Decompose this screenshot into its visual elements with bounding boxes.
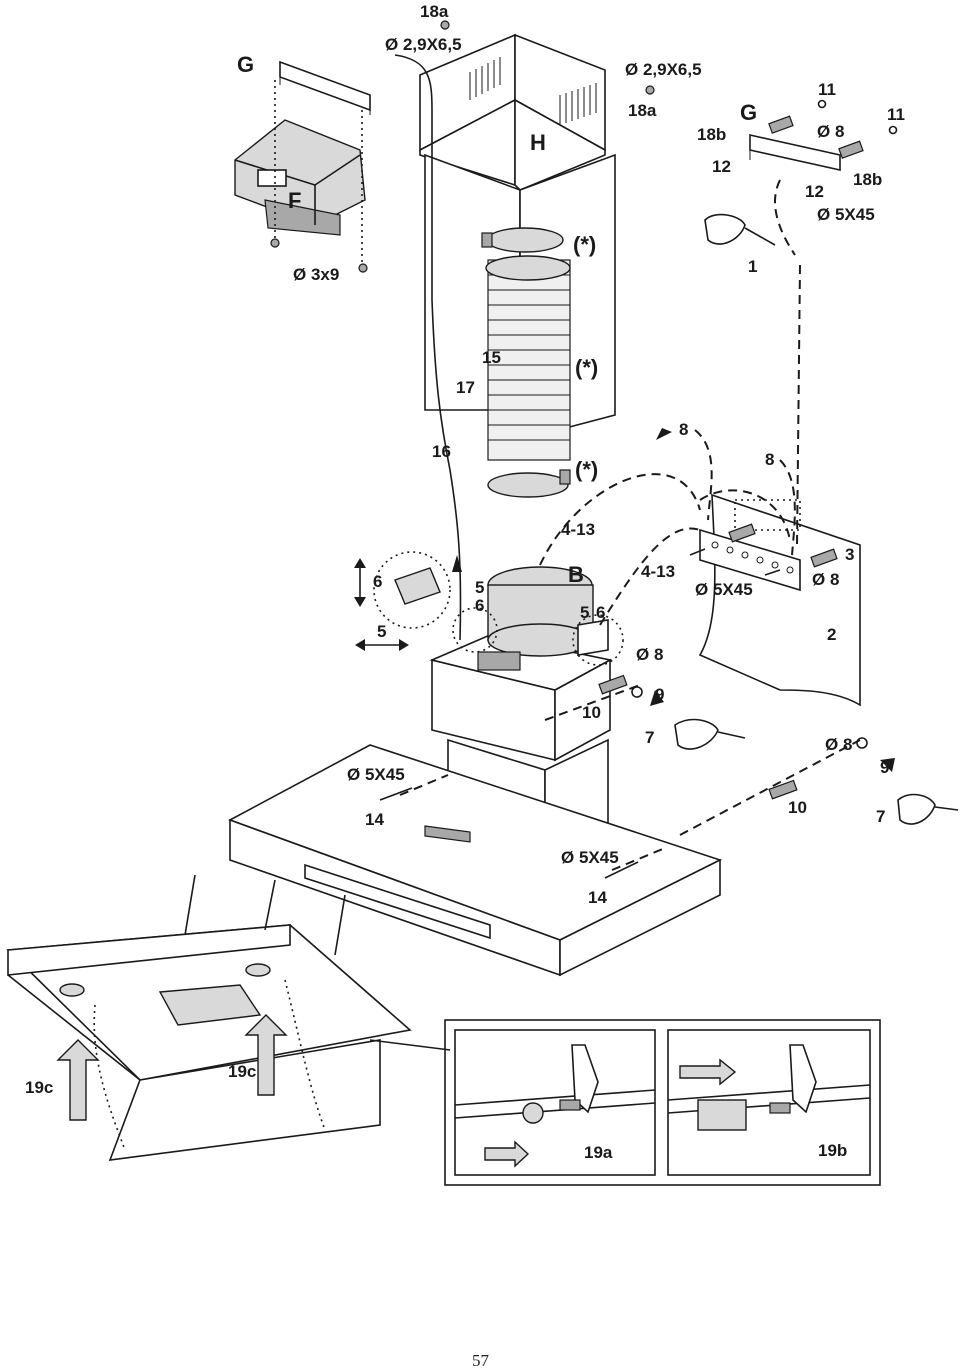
- charcoal-filter-box: [234, 119, 366, 236]
- label-18a-right: 18a: [628, 101, 657, 120]
- guide-line-vertical: [796, 264, 801, 546]
- label-15: 15: [482, 348, 501, 367]
- detail-leader-line: [369, 1039, 451, 1051]
- hood-canopy: [228, 744, 723, 977]
- label-14-a: 14: [365, 810, 384, 829]
- label-dia5x45-mid: Ø 5X45: [695, 580, 753, 599]
- label-dia5x45-top: Ø 5X45: [817, 205, 875, 224]
- label-4-13-a: 4-13: [561, 520, 595, 539]
- guide-line-8: [679, 739, 861, 836]
- label-filter-screw: Ø 3x9: [293, 265, 339, 284]
- label-2: 2: [827, 625, 836, 644]
- label-filter-f: F: [288, 188, 301, 213]
- connector-callout-right: [572, 614, 624, 666]
- label-11-b: 11: [887, 105, 905, 124]
- motor-housing: [429, 566, 613, 762]
- label-screw-dim-right: Ø 2,9X6,5: [625, 60, 702, 79]
- label-6-c: 6: [596, 603, 605, 622]
- guide-line-9: [399, 774, 449, 796]
- label-5-a: 5: [475, 578, 484, 597]
- detail-frame: [444, 1019, 881, 1186]
- label-6-b: 6: [475, 596, 484, 615]
- hand-pencil-icon: [674, 213, 959, 825]
- panel-guide-dot-2: [284, 979, 326, 1131]
- wall-plug-icon: [598, 523, 838, 800]
- label-10-b: 10: [788, 798, 807, 817]
- guide-line-4: [694, 429, 713, 521]
- left-bracket-g: [279, 60, 371, 115]
- label-7-a: 7: [645, 728, 654, 747]
- label-7-b: 7: [876, 807, 885, 826]
- label-19b: 19b: [818, 1141, 847, 1160]
- label-11-a: 11: [818, 80, 836, 99]
- connector-callout-left: [452, 607, 498, 653]
- label-19c-b: 19c: [228, 1062, 256, 1081]
- label-dia5x45-left: Ø 5X45: [347, 765, 405, 784]
- label-dia8-top: Ø 8: [817, 122, 844, 141]
- label-8-b: 8: [765, 450, 774, 469]
- top-right-bracket-g: [749, 115, 864, 171]
- label-clamp-bottom: (*): [575, 457, 598, 482]
- connector-box: [394, 567, 441, 605]
- label-3: 3: [845, 545, 854, 564]
- label-chimney-h: H: [530, 130, 546, 155]
- label-dia8-right: Ø 8: [825, 735, 852, 754]
- label-dia8-left: Ø 8: [636, 645, 663, 664]
- label-18a-top: 18a: [420, 2, 449, 21]
- guide-line-1: [774, 179, 796, 256]
- glass-panel-assembly: [6, 874, 412, 1161]
- label-5-b: 5: [377, 622, 386, 641]
- lift-arrow-icon: [56, 1014, 288, 1121]
- label-16: 16: [432, 442, 451, 461]
- panel-guide-dot-1: [93, 1004, 126, 1151]
- page-number: 57: [472, 1351, 490, 1370]
- label-6-a: 6: [373, 572, 382, 591]
- guide-line-5: [779, 459, 796, 556]
- label-19c-a: 19c: [25, 1078, 53, 1097]
- label-12-b: 12: [805, 182, 824, 201]
- label-19a: 19a: [584, 1143, 613, 1162]
- detail-19a: [454, 1044, 656, 1168]
- label-9-b: 9: [880, 758, 889, 777]
- connector-detail-circle: [373, 551, 451, 629]
- chimney-upper: [419, 33, 606, 191]
- label-dia5x45-bottom: Ø 5X45: [561, 848, 619, 867]
- label-10-a: 10: [582, 703, 601, 722]
- guide-line-10: [611, 847, 666, 871]
- power-cable: [394, 54, 462, 641]
- label-12-a: 12: [712, 157, 731, 176]
- label-clamp-mid: (*): [575, 355, 598, 380]
- screw-icon: [270, 20, 781, 879]
- label-18b-a: 18b: [697, 125, 726, 144]
- flexible-duct: [481, 227, 571, 498]
- label-step-1: 1: [748, 257, 757, 276]
- label-17: 17: [456, 378, 475, 397]
- label-motor-b: B: [568, 562, 584, 587]
- label-18b-b: 18b: [853, 170, 882, 189]
- label-clamp-top: (*): [573, 232, 596, 257]
- arrow-icon: [354, 428, 895, 772]
- label-4-13-b: 4-13: [641, 562, 675, 581]
- label-14-b: 14: [588, 888, 607, 907]
- wall-section: [698, 493, 861, 707]
- label-screw-dim-top: Ø 2,9X6,5: [385, 35, 462, 54]
- guide-line-7: [544, 684, 641, 721]
- detail-19b: [667, 1044, 871, 1131]
- washer-icon: [631, 99, 898, 749]
- label-5-c: 5: [580, 603, 589, 622]
- label-dia8-mid: Ø 8: [812, 570, 839, 589]
- label-bracket-g-left: G: [237, 52, 254, 77]
- guide-line-3: [599, 527, 701, 626]
- label-9-a: 9: [655, 685, 664, 704]
- label-8-a: 8: [679, 420, 688, 439]
- label-bracket-g-right: G: [740, 100, 757, 125]
- guide-line-2: [539, 473, 701, 566]
